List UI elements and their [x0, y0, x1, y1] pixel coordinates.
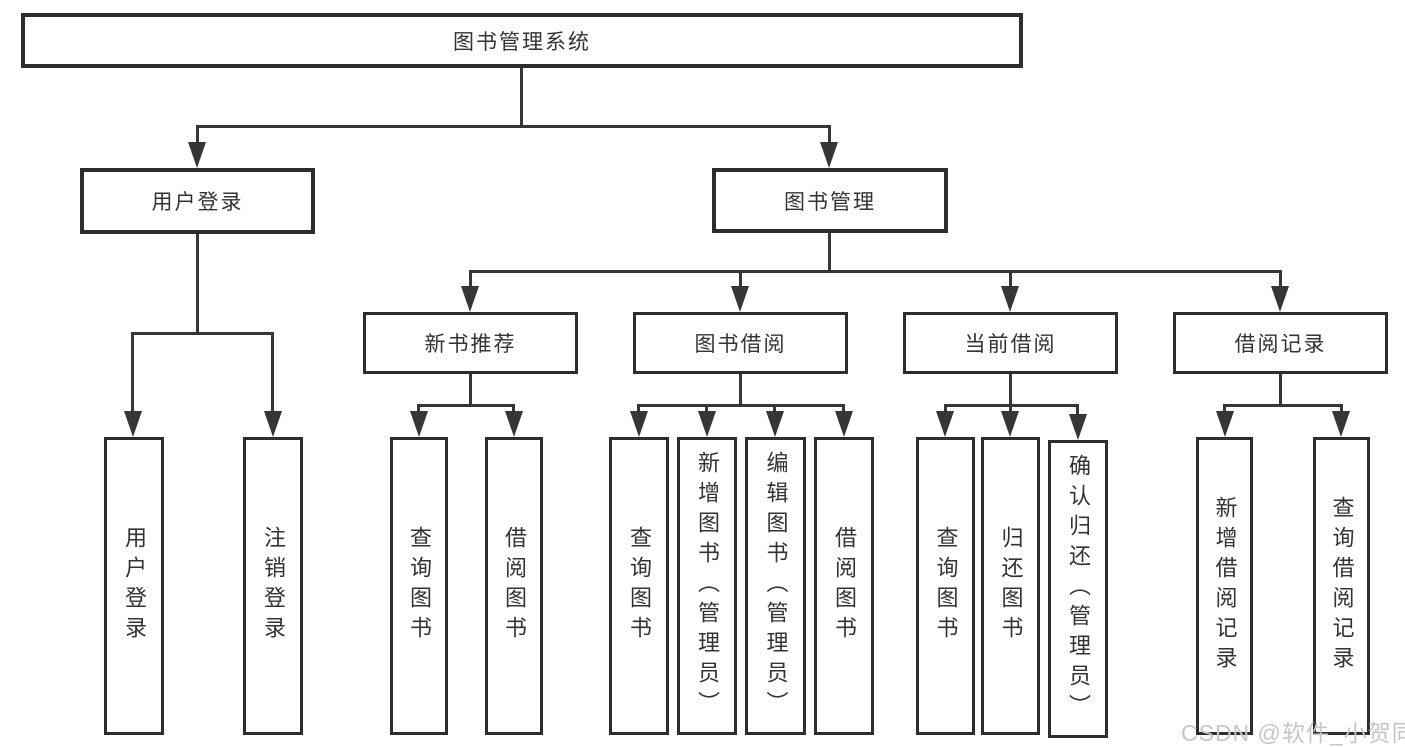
node-label: 图书管理: [784, 190, 876, 214]
connector-v: [469, 374, 472, 406]
connector-v: [469, 272, 472, 288]
leaf-query-books-borrowing: 查询图书: [609, 437, 669, 735]
leaf-label: 借阅图书: [502, 526, 527, 646]
leaf-label: 新增借阅记录: [1212, 496, 1238, 676]
leaf-borrow-books: 借阅图书: [814, 437, 874, 735]
connector-v: [1279, 374, 1282, 406]
connector-v: [773, 406, 776, 413]
connector-v: [1009, 406, 1012, 413]
node-book-management: 图书管理: [712, 168, 948, 233]
leaf-edit-books-admin: 编辑图书（管理员）: [745, 437, 806, 735]
connector-v: [1279, 272, 1282, 288]
arrow-down-icon: [505, 411, 523, 437]
leaf-label: 注销登录: [261, 526, 286, 646]
leaf-label: 用户登录: [122, 526, 147, 646]
leaf-label: 编辑图书（管理员）: [763, 451, 789, 721]
arrow-down-icon: [1069, 414, 1087, 440]
leaf-add-borrow-record: 新增借阅记录: [1196, 437, 1253, 735]
leaf-label: 新增图书（管理员）: [695, 451, 720, 721]
leaf-user-login: 用户登录: [104, 437, 164, 735]
connector-v: [131, 334, 134, 413]
leaf-label: 查询图书: [407, 526, 432, 646]
node-book-borrowing: 图书借阅: [633, 312, 848, 374]
connector-v: [1340, 406, 1343, 413]
node-user-login: 用户登录: [80, 168, 315, 234]
connector-v: [1009, 272, 1012, 288]
arrow-down-icon: [1001, 286, 1019, 312]
leaf-label: 查询图书: [627, 526, 652, 646]
connector-v: [705, 406, 708, 413]
arrow-down-icon: [188, 142, 206, 168]
arrow-down-icon: [461, 286, 479, 312]
connector-v: [1223, 406, 1226, 413]
node-label: 图书借阅: [694, 333, 787, 356]
leaf-query-borrow-record: 查询借阅记录: [1313, 437, 1370, 735]
watermark: CSDN @软件_小贺同学: [1181, 720, 1405, 746]
arrow-down-icon: [698, 411, 716, 437]
connector-h: [944, 404, 1079, 407]
leaf-logout: 注销登录: [243, 437, 303, 735]
connector-v: [637, 406, 640, 413]
connector-h: [417, 404, 515, 407]
leaf-return-books: 归还图书: [981, 437, 1040, 735]
arrow-down-icon: [835, 411, 853, 437]
connector-v: [828, 233, 831, 272]
arrow-down-icon: [264, 411, 282, 437]
arrow-down-icon: [1001, 411, 1019, 437]
arrow-down-icon: [124, 411, 142, 437]
leaf-label: 归还图书: [998, 526, 1024, 646]
leaf-add-books-admin: 新增图书（管理员）: [677, 437, 737, 735]
leaf-query-books-current: 查询图书: [916, 437, 975, 735]
arrow-down-icon: [410, 411, 428, 437]
arrow-down-icon: [820, 142, 838, 168]
connector-v: [196, 234, 199, 334]
connector-h: [1223, 404, 1343, 407]
connector-v: [512, 406, 515, 413]
connector-h: [196, 125, 831, 128]
node-label: 新书推荐: [424, 333, 517, 356]
connector-h: [637, 404, 845, 407]
connector-v: [739, 272, 742, 288]
node-label: 当前借阅: [964, 333, 1057, 356]
connector-v: [271, 334, 274, 413]
connector-v: [196, 127, 199, 144]
connector-v: [739, 374, 742, 406]
node-label: 图书管理系统: [453, 30, 591, 54]
connector-h: [469, 270, 1282, 273]
connector-v: [842, 406, 845, 413]
arrow-down-icon: [630, 411, 648, 437]
arrow-down-icon: [766, 411, 784, 437]
leaf-label: 查询图书: [933, 526, 959, 646]
arrow-down-icon: [1216, 411, 1234, 437]
connector-v: [1076, 406, 1079, 416]
leaf-label: 确认归还（管理员）: [1066, 454, 1091, 724]
node-new-book-recommend: 新书推荐: [363, 312, 578, 374]
node-label: 借阅记录: [1234, 333, 1327, 356]
arrow-down-icon: [1271, 286, 1289, 312]
arrow-down-icon: [731, 286, 749, 312]
node-label: 用户登录: [151, 191, 244, 214]
connector-v: [520, 68, 523, 128]
connector-v: [828, 127, 831, 144]
arrow-down-icon: [1332, 411, 1350, 437]
connector-h: [131, 332, 274, 335]
leaf-label: 查询借阅记录: [1329, 496, 1355, 676]
leaf-query-books-recommend: 查询图书: [390, 437, 448, 735]
node-borrowing-records: 借阅记录: [1173, 312, 1388, 374]
arrow-down-icon: [936, 411, 954, 437]
node-current-borrowing: 当前借阅: [903, 312, 1118, 374]
connector-v: [417, 406, 420, 413]
leaf-borrow-books-recommend: 借阅图书: [485, 437, 543, 735]
node-library-management-system: 图书管理系统: [21, 13, 1023, 68]
leaf-confirm-return-admin: 确认归还（管理员）: [1048, 440, 1108, 738]
connector-v: [1009, 374, 1012, 406]
connector-v: [944, 406, 947, 413]
leaf-label: 借阅图书: [832, 526, 857, 646]
